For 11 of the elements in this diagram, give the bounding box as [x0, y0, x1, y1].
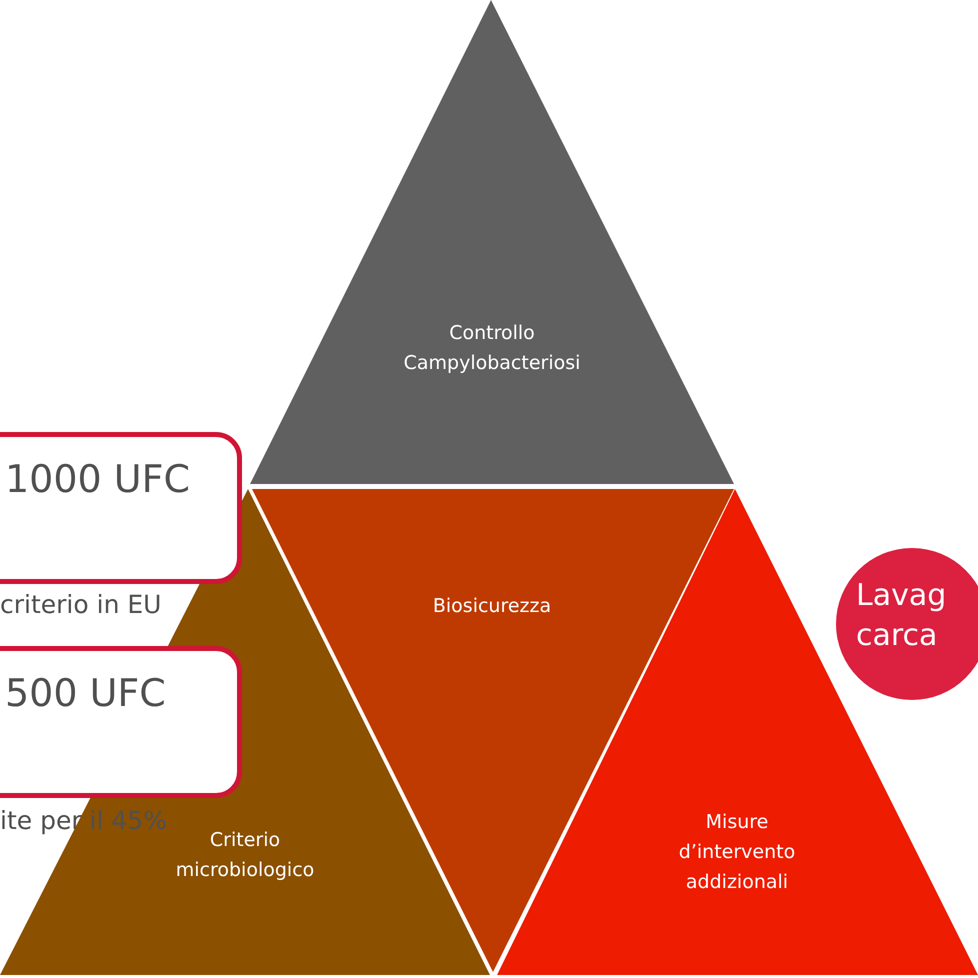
node-label: Misure d’intervento addizionali [678, 810, 796, 895]
value-card [0, 646, 242, 798]
node-label: Controllo Campylobacteriosi [402, 321, 582, 376]
value-text: 500 UFC [5, 671, 167, 715]
value-text: 1000 UFC [5, 457, 191, 501]
value-card [0, 432, 242, 584]
node-label: Criterio microbiologico [174, 828, 316, 883]
node-label: Biosicurezza [432, 594, 552, 619]
apex-triangle [250, 0, 734, 484]
node-label: Lavag carca [856, 577, 948, 655]
note-text: criterio in EU [0, 590, 162, 619]
